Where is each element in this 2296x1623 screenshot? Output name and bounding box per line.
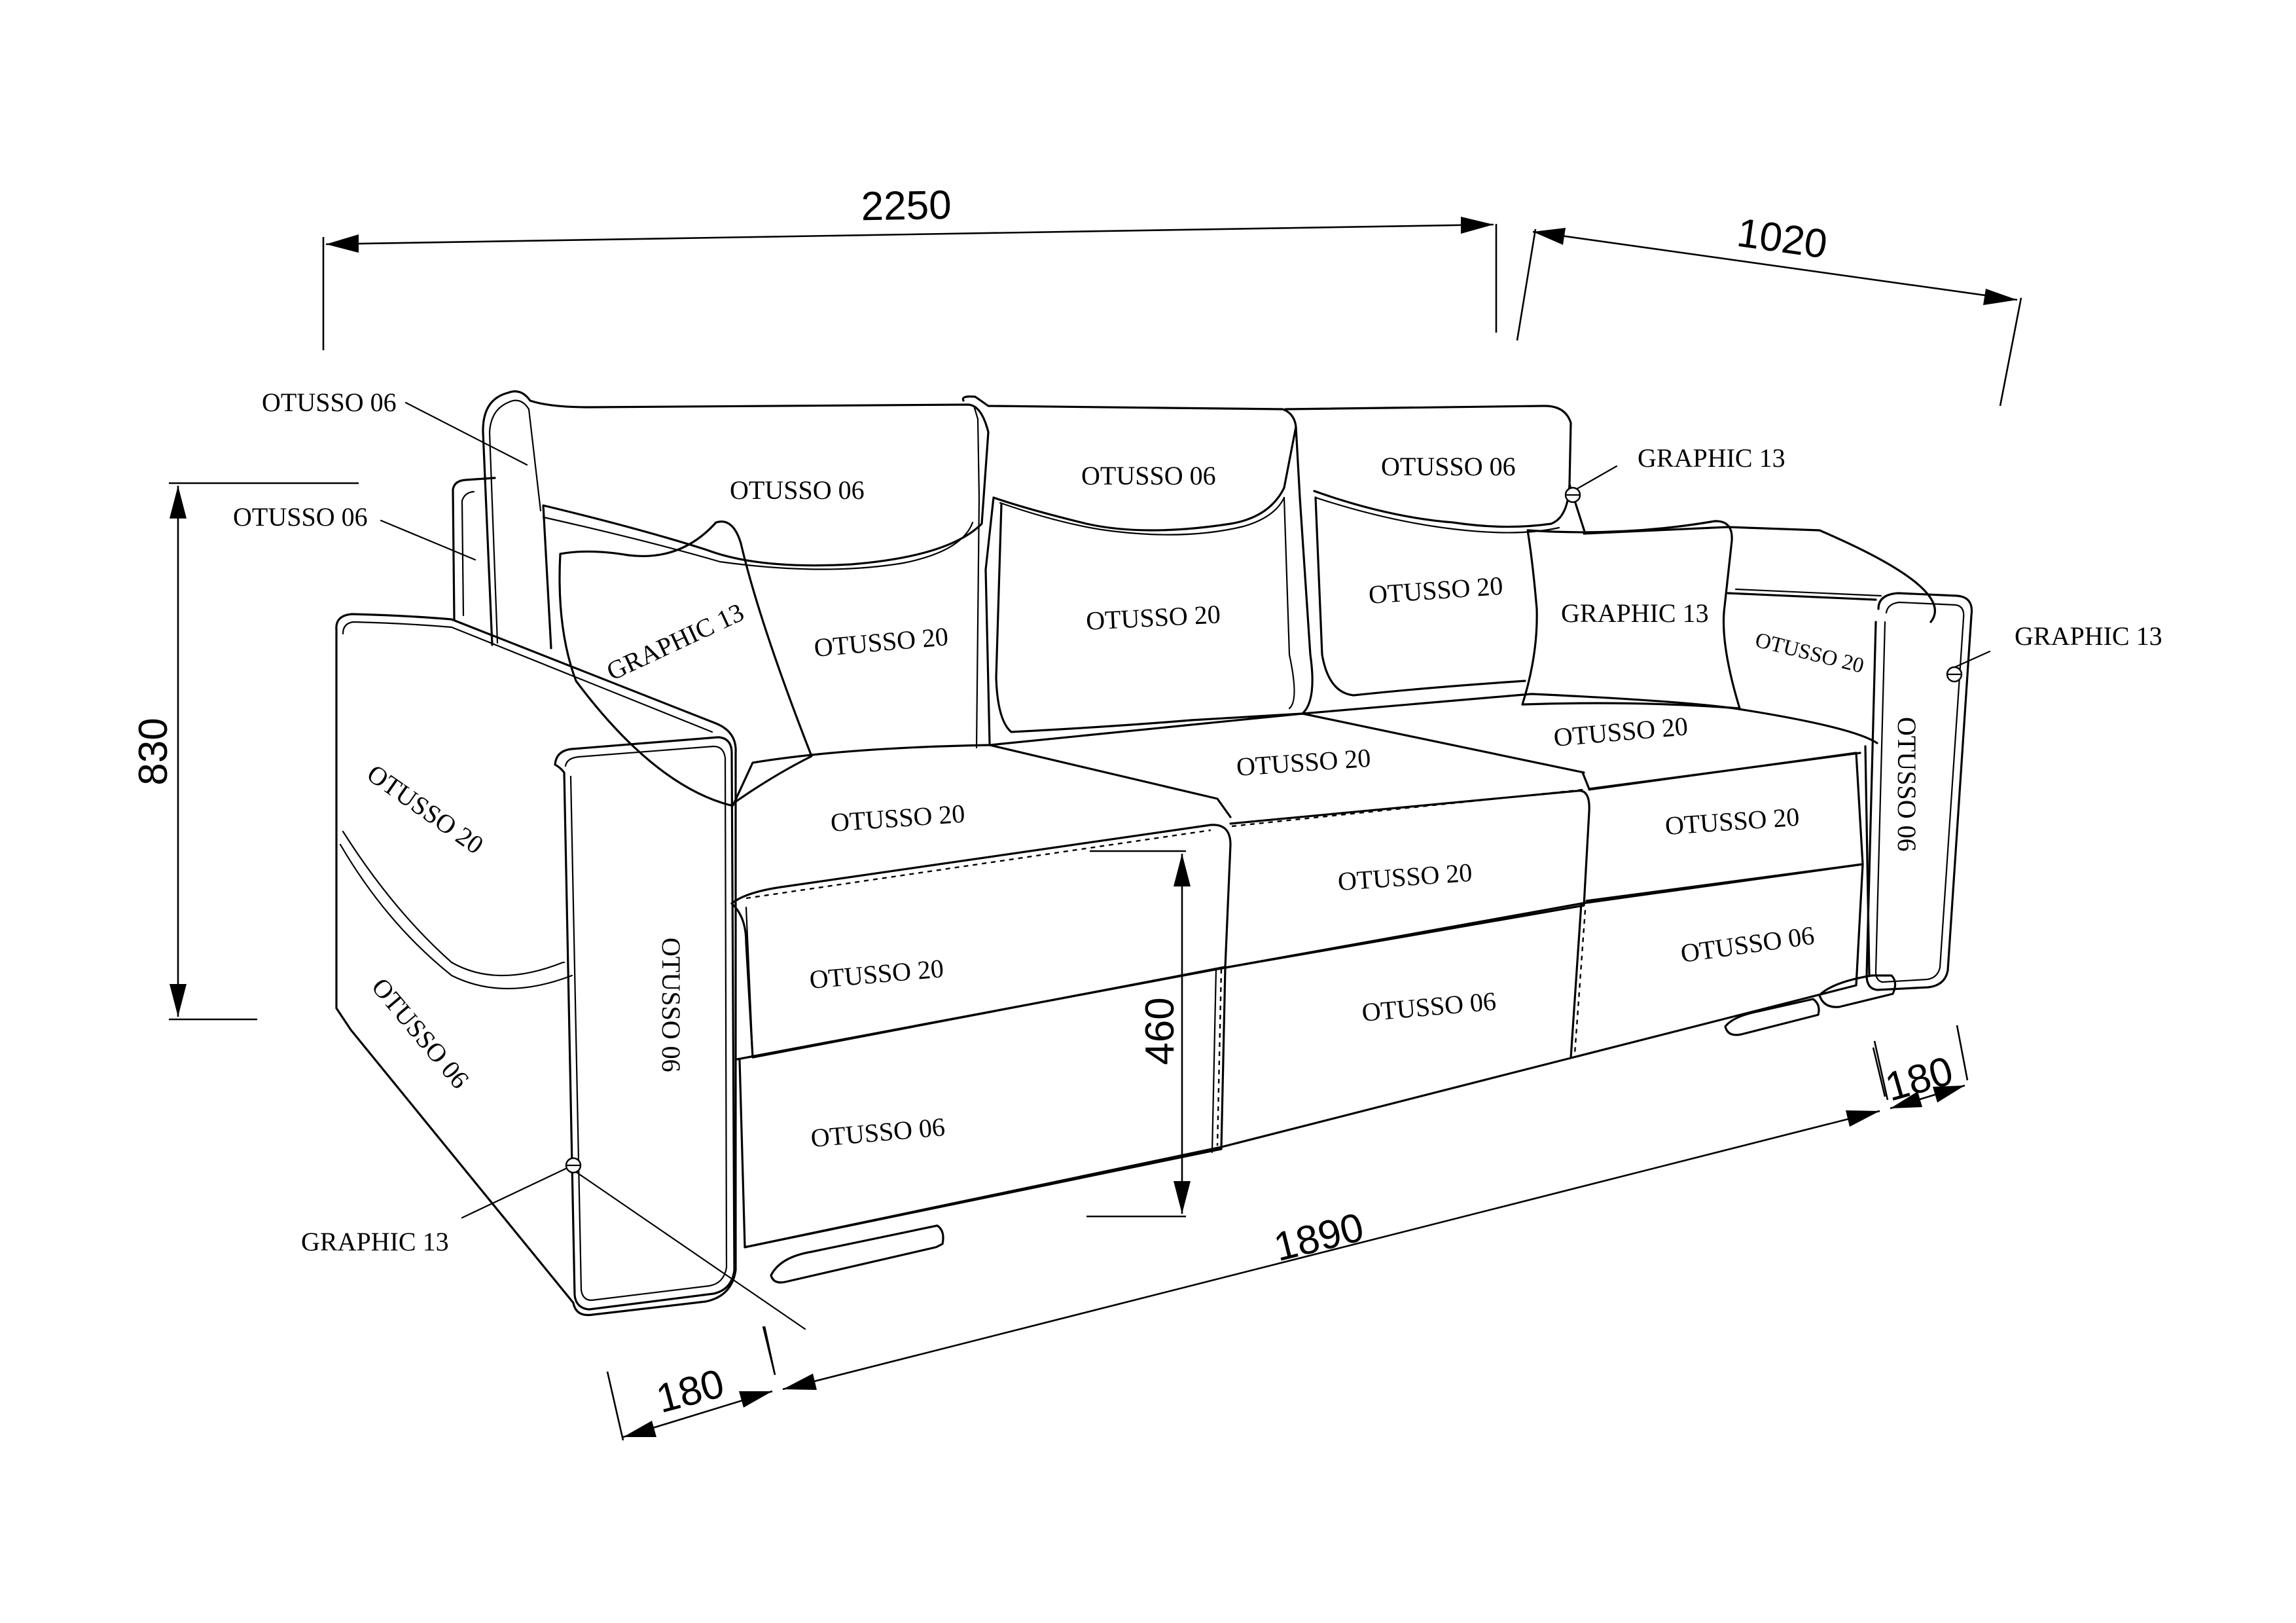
label-pillow-left: GRAPHIC 13	[602, 597, 748, 686]
callout-leg-marker-left: GRAPHIC 13	[301, 1227, 449, 1256]
callout-back-marker-right: GRAPHIC 13	[1638, 443, 1785, 473]
label-right-arm-inner: OTUSSO 20	[1753, 629, 1866, 678]
dim-seat-width: 1890	[1270, 1205, 1369, 1270]
label-back-cushion-left: OTUSSO 06	[730, 475, 865, 505]
label-pillow-right: GRAPHIC 13	[1561, 598, 1709, 628]
dim-armrest-right: 180	[1880, 1048, 1958, 1110]
label-back-lower-left: OTUSSO 20	[813, 621, 950, 663]
label-left-arm-side-bottom: OTUSSO 06	[366, 972, 475, 1094]
label-right-arm-front: OTUSSO 06	[1892, 717, 1922, 852]
label-back-lower-mid: OTUSSO 20	[1085, 599, 1221, 636]
label-seat-front-right: OTUSSO 20	[1664, 802, 1800, 841]
label-seat-top-mid: OTUSSO 20	[1235, 743, 1371, 782]
label-left-arm-front: OTUSSO 06	[656, 938, 686, 1072]
dim-armrest-left: 180	[652, 1360, 729, 1421]
callout-back-top-left: OTUSSO 06	[262, 388, 397, 417]
label-seat-front-left: OTUSSO 20	[808, 953, 945, 994]
dimension-lines	[169, 217, 2022, 1441]
callout-texts: OTUSSO 06 OTUSSO 06 GRAPHIC 13 GRAPHIC 1…	[233, 388, 2162, 1256]
label-back-cushion-mid: OTUSSO 06	[1081, 461, 1216, 490]
dimension-texts: 2250 1020 830 460 1890 180 180	[131, 183, 1958, 1422]
label-base-mid: OTUSSO 06	[1361, 986, 1498, 1027]
label-seat-front-mid: OTUSSO 20	[1336, 858, 1473, 896]
callout-back-side-left: OTUSSO 06	[233, 502, 368, 532]
dim-height: 830	[131, 718, 176, 785]
dim-depth: 1020	[1734, 210, 1830, 268]
label-base-right: OTUSSO 06	[1679, 921, 1816, 968]
label-left-arm-side-top: OTUSSO 20	[362, 759, 489, 860]
reference-markers	[565, 486, 1963, 1174]
label-back-cushion-right: OTUSSO 06	[1381, 452, 1516, 481]
dim-seat-height: 460	[1138, 997, 1183, 1065]
callout-arm-marker-right: GRAPHIC 13	[2015, 621, 2162, 651]
dim-overall-width: 2250	[861, 183, 952, 229]
label-back-lower-right: OTUSSO 20	[1367, 571, 1503, 610]
label-seat-top-left: OTUSSO 20	[829, 799, 965, 837]
label-seat-top-right: OTUSSO 20	[1552, 711, 1689, 752]
sofa-outline	[335, 390, 1973, 1317]
label-base-left: OTUSSO 06	[810, 1112, 946, 1153]
callout-leaders	[380, 401, 1991, 1330]
